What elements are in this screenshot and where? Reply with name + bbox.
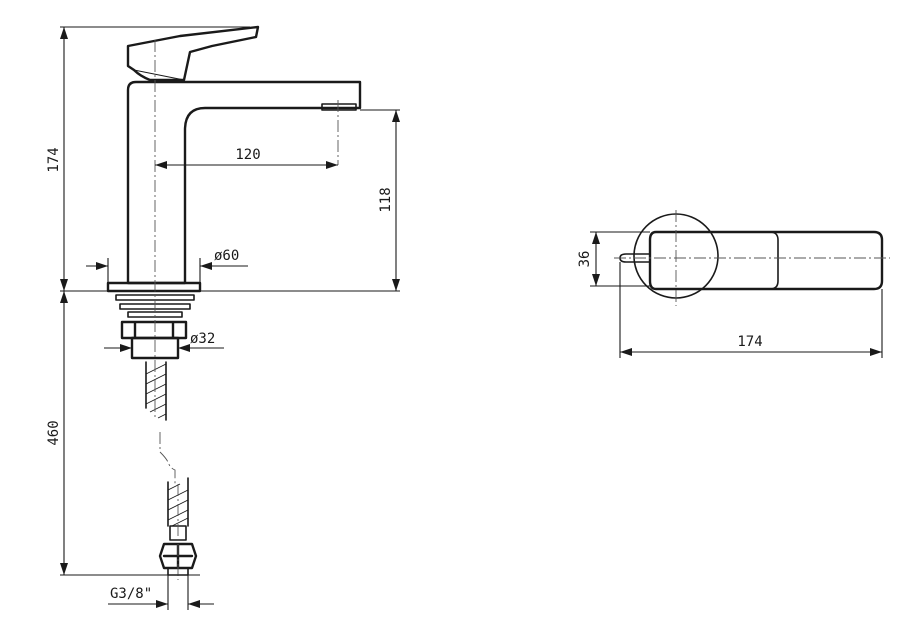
dim-arrow-174-bottom (60, 279, 68, 291)
base-plate (106, 281, 202, 293)
fixing-nut (120, 320, 188, 340)
dim-arrow-118-top (392, 110, 400, 122)
side-view: 174 460 120 118 ø60 ø32 (46, 25, 400, 610)
dim-arrow-174-top (60, 27, 68, 39)
dim-spout-height-label: 118 (378, 187, 394, 212)
dim-spout-reach-label: 120 (235, 147, 260, 163)
dim-arrow-60-right (200, 262, 212, 270)
top-view: 36 174 (577, 210, 890, 358)
dim-hose-length-label: 460 (46, 420, 62, 445)
dim-arrow-36-top (592, 232, 600, 244)
dim-arrow-174-left (620, 348, 632, 356)
hose-upper-hatch (145, 363, 167, 419)
dim-arrow-174-right (870, 348, 882, 356)
hose-break-line (159, 432, 176, 484)
dim-shank-diameter-label: ø32 (190, 331, 215, 347)
dim-arrow-60-left (96, 262, 108, 270)
dim-handle-width-label: 36 (577, 251, 593, 268)
dim-thread-label: G3/8" (110, 586, 152, 602)
faucet-body-outline (126, 80, 362, 285)
dim-base-diameter-label: ø60 (214, 248, 239, 264)
dim-arrow-120-right (326, 161, 338, 169)
dim-height-total-label: 174 (46, 147, 62, 172)
handle-top-split (769, 231, 779, 290)
dim-arrow-32-left (120, 344, 132, 352)
lever-handle-detail (133, 69, 185, 81)
dim-arrow-120-left (155, 161, 167, 169)
dim-arrow-32-right (178, 344, 190, 352)
dim-arrow-36-bottom (592, 274, 600, 286)
dim-overall-length-label: 174 (737, 334, 762, 350)
dim-arrow-thread-left (156, 600, 168, 608)
dim-arrow-thread-right (188, 600, 200, 608)
aerator (321, 103, 357, 111)
dim-arrow-118-bottom (392, 279, 400, 291)
handle-top-outline (648, 230, 884, 291)
dim-arrow-460-top (60, 291, 68, 303)
dim-arrow-460-bottom (60, 563, 68, 575)
lever-handle (126, 25, 260, 82)
hose-upper (145, 361, 167, 421)
